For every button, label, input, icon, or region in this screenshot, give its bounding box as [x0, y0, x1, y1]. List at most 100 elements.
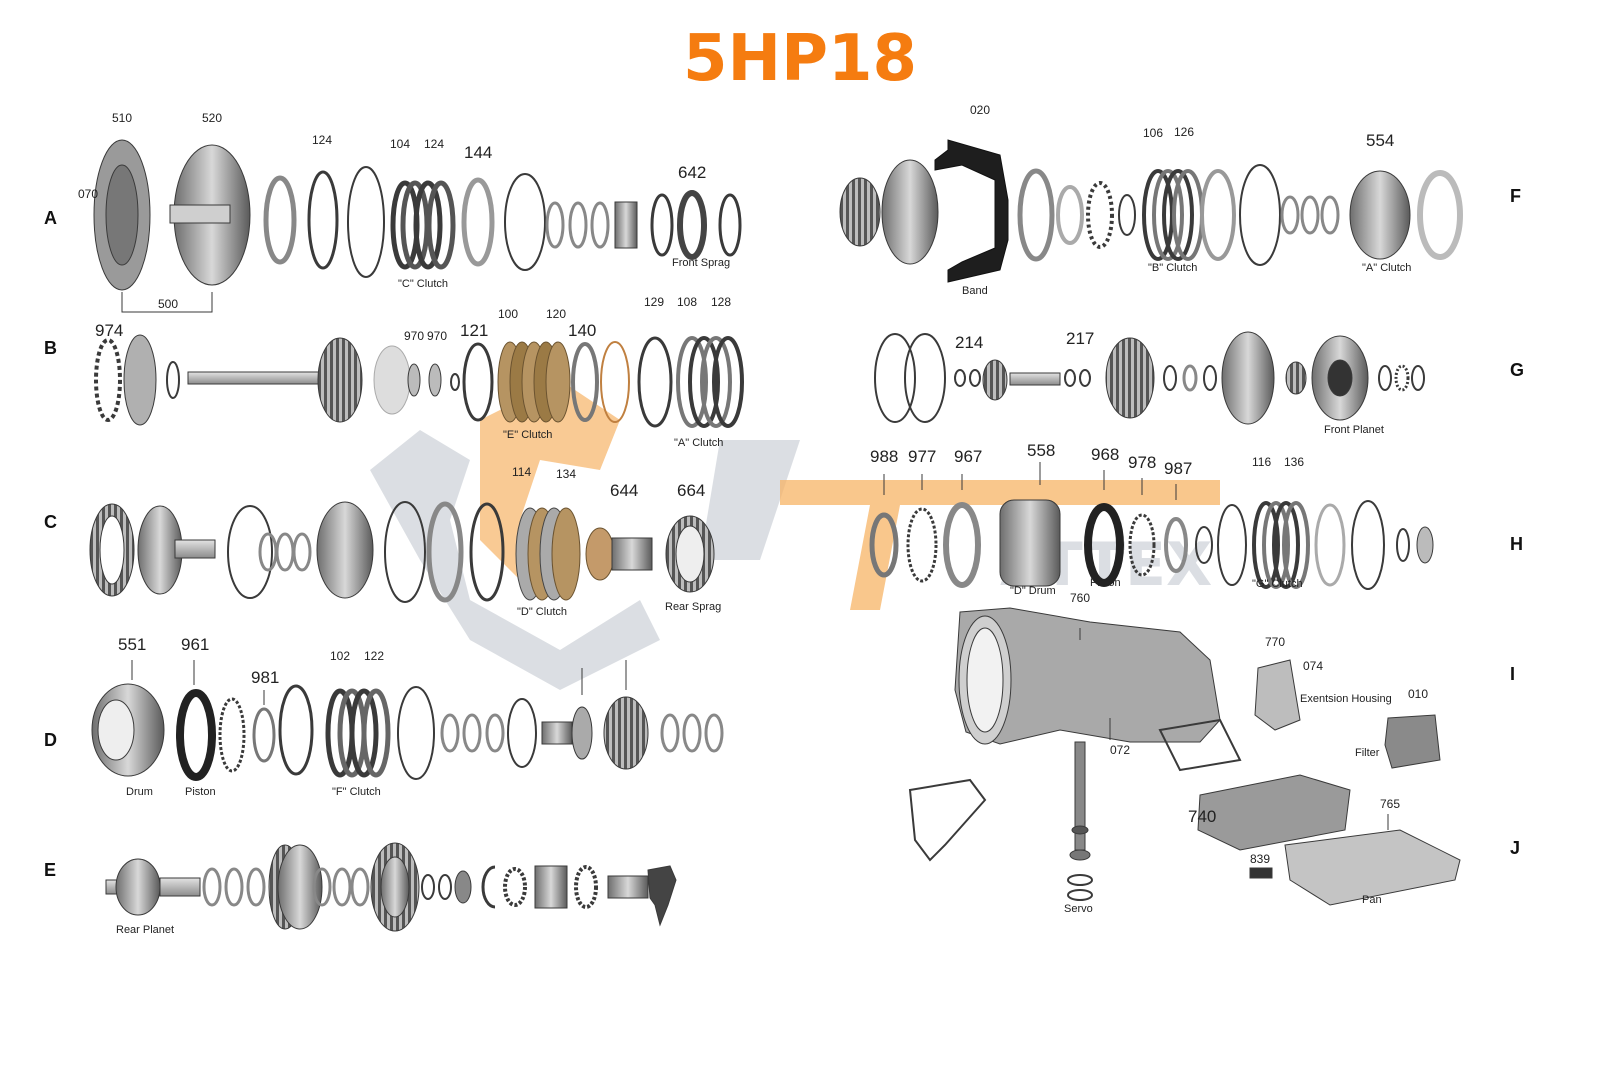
label-072: 072	[1110, 743, 1130, 757]
caption-d-drum: "D" Drum	[1010, 585, 1056, 597]
label-074: 074	[1303, 659, 1323, 673]
label-970b: 970	[427, 329, 447, 343]
caption-rear-sprag: Rear Sprag	[665, 601, 721, 613]
row-letter-c: C	[44, 512, 57, 532]
row-letters: A B C D E F G H I J	[44, 186, 1524, 880]
caption-servo: Servo	[1064, 903, 1093, 915]
row-letter-i: I	[1510, 664, 1515, 684]
label-740: 740	[1188, 807, 1216, 826]
ring	[347, 166, 385, 278]
label-144: 144	[464, 143, 492, 162]
label-974: 974	[95, 321, 123, 340]
label-116: 116	[1252, 455, 1271, 469]
band-020	[934, 139, 1009, 283]
row-e-parts	[105, 842, 677, 932]
oil-pan-765	[1284, 829, 1461, 906]
d-drum	[999, 499, 1061, 587]
caption-filter: Filter	[1355, 747, 1380, 759]
label-977: 977	[908, 447, 936, 466]
label-961: 961	[181, 635, 209, 654]
caption-piston-d: Piston	[185, 786, 216, 798]
row-letter-a: A	[44, 208, 57, 228]
a-clutch-drum	[1349, 170, 1411, 260]
label-114: 114	[512, 465, 531, 479]
caption-e-clutch: "E" Clutch	[503, 429, 552, 441]
watermark: ATTEX	[370, 380, 1220, 690]
valve-body-740	[1197, 774, 1351, 851]
ring	[263, 175, 297, 265]
snap-ring	[504, 173, 546, 271]
watermark-gear-shape	[370, 430, 660, 690]
label-126: 126	[1174, 125, 1194, 139]
label-644: 644	[610, 481, 638, 500]
caption-pan: Pan	[1362, 894, 1382, 906]
f-clutch-pack	[325, 688, 391, 778]
row-b-parts	[94, 334, 744, 428]
row-c-labels: 114 134 644 664 "D" Clutch Rear Sprag	[512, 465, 721, 618]
drum	[881, 159, 939, 265]
label-106: 106	[1143, 126, 1163, 140]
row-f-parts	[839, 139, 1463, 283]
label-554: 554	[1366, 131, 1394, 150]
label-140: 140	[568, 321, 596, 340]
wiring-harness	[1158, 718, 1242, 772]
row-b-labels: 974 970 970 121 100 120 140 129 108 128 …	[95, 295, 731, 449]
label-120: 120	[546, 307, 566, 321]
caption-a-clutch-b: "A" Clutch	[674, 437, 723, 449]
label-520: 520	[202, 111, 222, 125]
row-letter-g: G	[1510, 360, 1524, 380]
label-765: 765	[1380, 797, 1400, 811]
label-128: 128	[711, 295, 731, 309]
row-letter-j: J	[1510, 838, 1520, 858]
label-978: 978	[1128, 453, 1156, 472]
row-letter-e: E	[44, 860, 56, 880]
label-988: 988	[870, 447, 898, 466]
page-title: 5HP18	[682, 22, 918, 96]
plate	[373, 345, 411, 415]
caption-d-clutch: "D" Clutch	[517, 606, 567, 618]
caption-piston-h: Piston	[1090, 577, 1121, 589]
label-760: 760	[1070, 591, 1090, 605]
label-070: 070	[78, 187, 98, 201]
row-h-parts	[869, 462, 1434, 590]
caption-rear-planet: Rear Planet	[116, 924, 174, 936]
caption-band: Band	[962, 285, 988, 297]
caption-drum: Drum	[126, 786, 153, 798]
caption-g-clutch: "G" Clutch	[1252, 578, 1303, 590]
row-letter-h: H	[1510, 534, 1523, 554]
clutch-drum	[316, 501, 374, 599]
row-d-labels: 551 961 981 102 122 Drum Piston "F" Clut…	[118, 635, 384, 798]
label-129: 129	[644, 295, 664, 309]
park-linkage	[908, 778, 987, 862]
hub	[614, 201, 638, 249]
caption-extension-housing: Exentsion Housing	[1300, 693, 1392, 705]
row-g-labels: 214 217 Front Planet	[955, 329, 1384, 436]
label-558: 558	[1027, 441, 1055, 460]
label-122: 122	[364, 649, 384, 663]
row-letter-b: B	[44, 338, 57, 358]
row-f-labels: 020 106 126 554 Band "B" Clutch "A" Clut…	[962, 103, 1411, 297]
label-217: 217	[1066, 329, 1094, 348]
label-136: 136	[1284, 455, 1304, 469]
row-ij-parts	[908, 607, 1461, 906]
ring-974	[94, 338, 122, 422]
caption-front-sprag: Front Sprag	[672, 257, 730, 269]
row-letter-d: D	[44, 730, 57, 750]
ring	[461, 177, 495, 267]
piston-644	[585, 527, 615, 581]
caption-b-clutch: "B" Clutch	[1148, 262, 1197, 274]
b-clutch-pack	[1142, 169, 1204, 261]
servo-stack	[1074, 741, 1086, 851]
caption-front-planet: Front Planet	[1324, 424, 1384, 436]
label-100: 100	[498, 307, 518, 321]
row-letter-f: F	[1510, 186, 1521, 206]
part-839	[1249, 867, 1273, 879]
filter	[1384, 714, 1441, 769]
caption-a-clutch-f: "A" Clutch	[1362, 262, 1411, 274]
label-500: 500	[158, 297, 178, 311]
label-967: 967	[954, 447, 982, 466]
watermark-a-left	[700, 440, 800, 560]
label-981: 981	[251, 668, 279, 687]
label-642: 642	[678, 163, 706, 182]
row-ij-labels: 760 770 074 Exentsion Housing 010 Filter…	[1064, 591, 1428, 915]
